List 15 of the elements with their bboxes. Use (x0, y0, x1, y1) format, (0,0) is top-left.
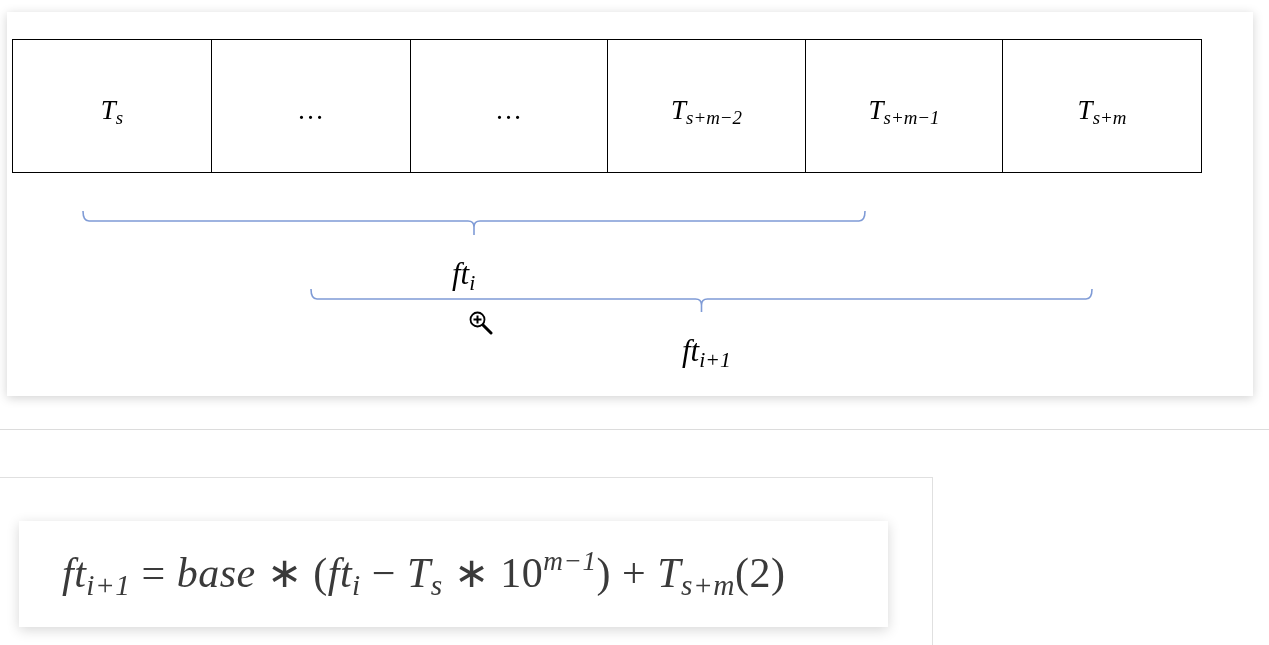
math-term: T$_{s}$ (100, 96, 124, 124)
math-term: … (497, 96, 521, 124)
brace-label: ft$_{i+1}$ (682, 335, 731, 366)
formula: ft$_{i+1}$ = base ∗ (ft$_{i}$ − T$_{s}$ ∗ 10$^{m−1}$) + T$_{s+m}$(2) (62, 552, 786, 594)
array-cell (410, 39, 608, 173)
math-term: … (299, 96, 323, 124)
array-cell (12, 39, 212, 173)
brace-label: ft$_{i}$ (452, 258, 476, 289)
array-cell (805, 39, 1003, 173)
math-term: T$_{s+m}$ (1077, 96, 1127, 124)
array-cell (1002, 39, 1202, 173)
array-cell (211, 39, 411, 173)
math-term: T$_{s+m−1}$ (868, 96, 940, 124)
array-cell (607, 39, 806, 173)
math-term: T$_{s+m−2}$ (671, 96, 742, 124)
